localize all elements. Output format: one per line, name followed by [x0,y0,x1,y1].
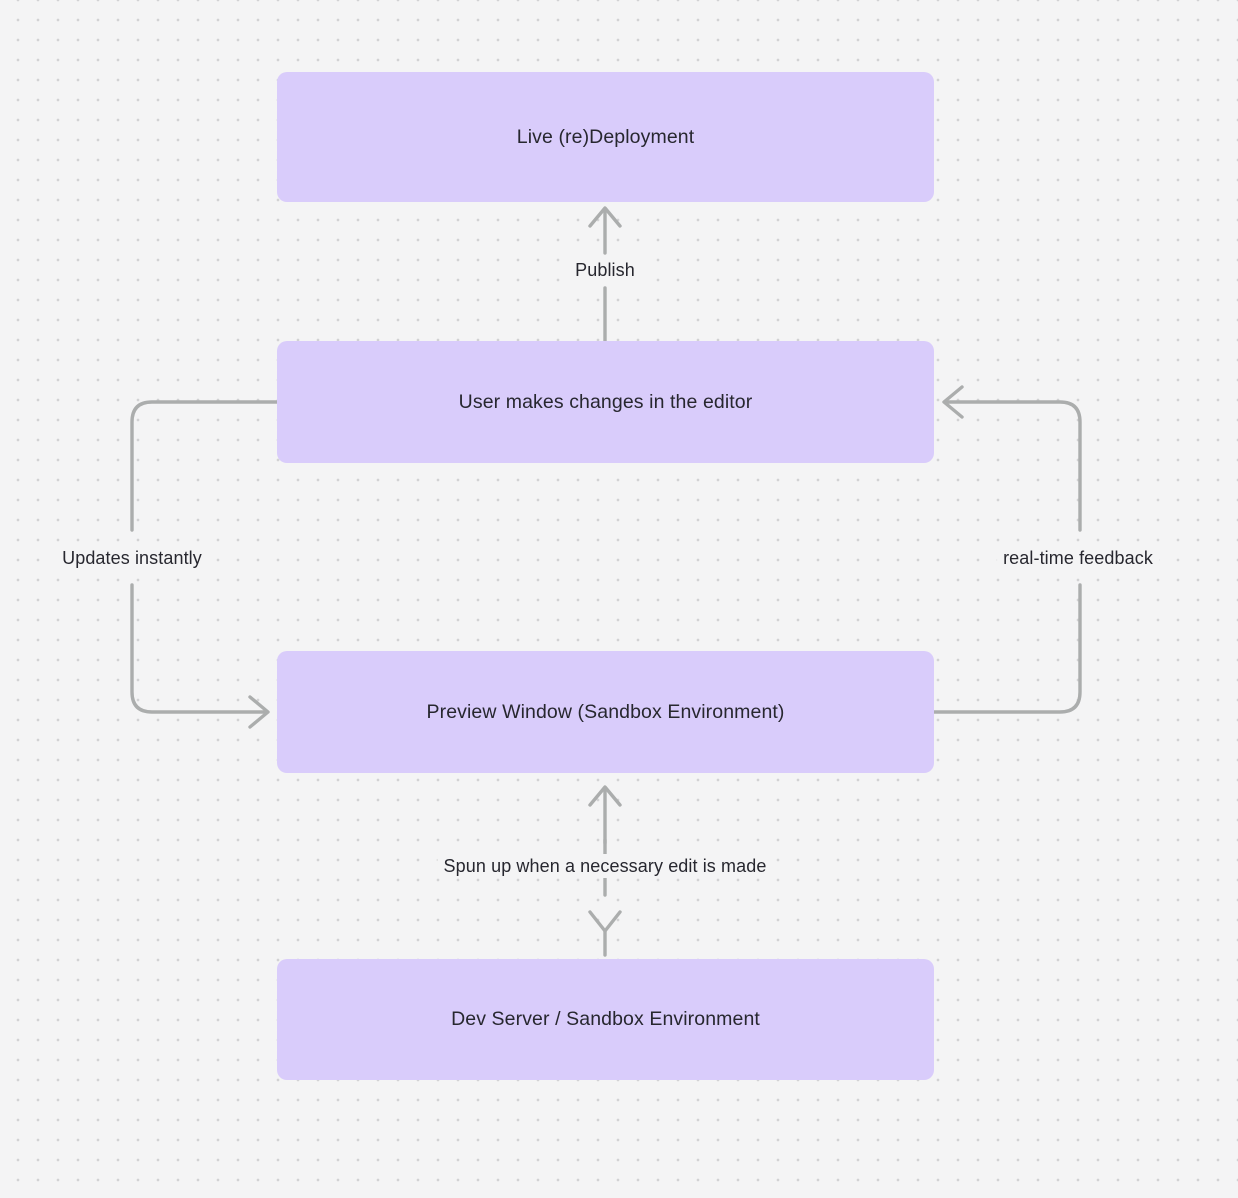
node-preview-window[interactable]: Preview Window (Sandbox Environment) [277,651,934,773]
edge-label-real-time-feedback: real-time feedback [997,546,1159,570]
edge-label-publish: Publish [569,258,641,282]
node-user-makes-changes[interactable]: User makes changes in the editor [277,341,934,463]
node-label: User makes changes in the editor [458,390,753,413]
edge-label-spun-up: Spun up when a necessary edit is made [437,854,773,878]
node-label: Live (re)Deployment [516,125,695,148]
node-label: Dev Server / Sandbox Environment [451,1008,760,1031]
node-dev-server[interactable]: Dev Server / Sandbox Environment [277,959,934,1080]
node-label: Preview Window (Sandbox Environment) [426,700,785,723]
edge-label-updates-instantly: Updates instantly [56,546,208,570]
node-live-deployment[interactable]: Live (re)Deployment [277,72,934,202]
